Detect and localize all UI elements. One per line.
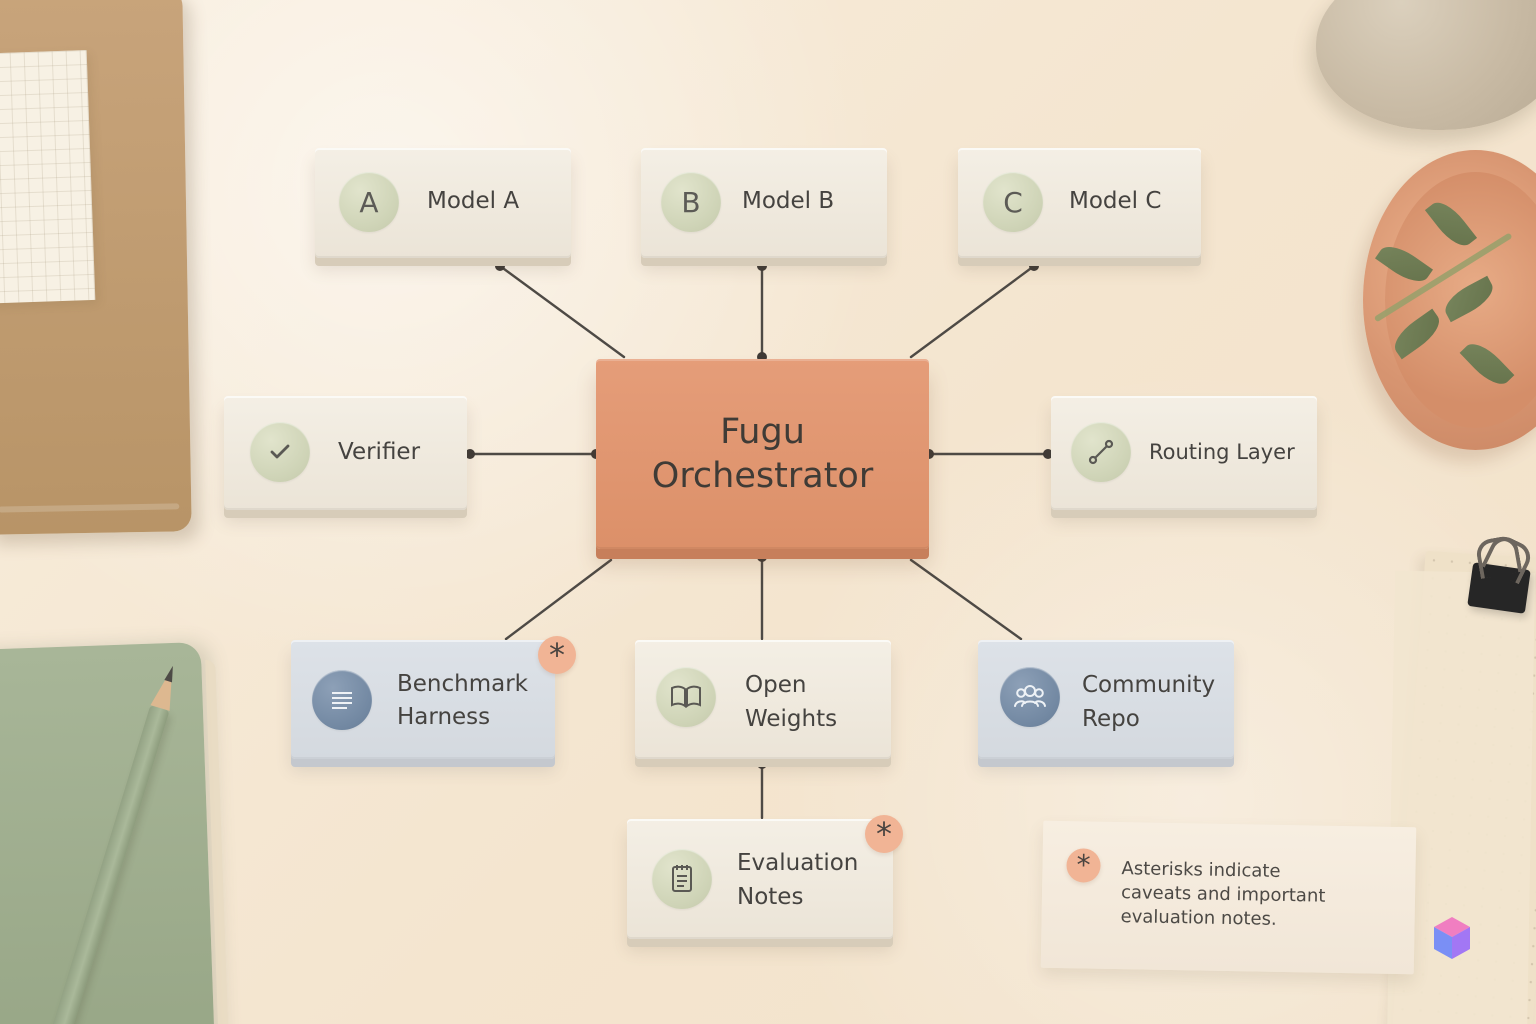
list-icon — [327, 685, 357, 715]
model-a-card: A Model A — [315, 148, 571, 258]
connector-dot — [495, 261, 505, 271]
connector-community-repo — [911, 560, 1021, 639]
routing-layer-label: Routing Layer — [1149, 440, 1295, 465]
checkmark-icon — [265, 437, 295, 467]
model-a-label: Model A — [427, 188, 519, 216]
binder-clip-icon — [1467, 562, 1531, 614]
benchmark-harness-line-1: Benchmark — [397, 671, 557, 699]
routing-layer-card: Routing Layer — [1051, 396, 1317, 510]
book-icon — [668, 682, 704, 712]
center-title-line-1: Fugu — [596, 411, 929, 453]
model-c-badge: C — [983, 172, 1043, 232]
vase-decoration — [1316, 0, 1536, 130]
open-weights-line-2: Weights — [745, 706, 905, 734]
evaluation-notes-line-1: Evaluation — [737, 850, 897, 878]
list-icon — [312, 670, 372, 730]
connector-dot — [1029, 261, 1039, 271]
open-weights-card: Open Weights — [635, 640, 891, 759]
community-repo-line-2: Repo — [1082, 706, 1242, 734]
connector-model-c — [911, 266, 1034, 357]
community-repo-line-1: Community — [1082, 672, 1242, 700]
book-icon — [656, 667, 716, 727]
grid-paper-decoration — [0, 50, 95, 304]
model-c-card: C Model C — [958, 148, 1201, 258]
community-repo-card: Community Repo — [978, 640, 1234, 759]
connector-dot — [757, 759, 767, 769]
checkmark-icon — [250, 422, 310, 482]
asterisk-legend-note: * Asterisks indicate caveats and importa… — [1041, 821, 1417, 974]
model-b-card: B Model B — [641, 148, 887, 258]
green-notebook-decoration — [0, 642, 215, 1024]
people-icon — [1013, 682, 1047, 712]
legend-text: Asterisks indicate caveats and important… — [1120, 857, 1356, 933]
cube-logo-icon — [1429, 914, 1475, 962]
connector-model-a — [500, 266, 624, 357]
notepad-icon — [667, 862, 697, 896]
route-icon — [1071, 422, 1131, 482]
center-title-line-2: Orchestrator — [596, 455, 929, 497]
benchmark-harness-card: Benchmark Harness — [291, 640, 555, 759]
people-icon — [1000, 667, 1060, 727]
model-c-label: Model C — [1069, 188, 1161, 216]
evaluation-notes-line-2: Notes — [737, 884, 897, 912]
benchmark-asterisk-badge: * — [538, 636, 576, 674]
evaluation-notes-card: Evaluation Notes — [627, 819, 893, 939]
verifier-label: Verifier — [338, 439, 420, 467]
legend-asterisk-badge: * — [1066, 848, 1101, 883]
model-b-badge: B — [661, 172, 721, 232]
open-weights-line-1: Open — [745, 672, 905, 700]
connector-dot — [757, 552, 767, 562]
evaluation-asterisk-badge: * — [865, 815, 903, 853]
model-a-badge: A — [339, 172, 399, 232]
benchmark-harness-line-2: Harness — [397, 704, 557, 732]
connector-dot — [757, 261, 767, 271]
fugu-orchestrator-card: Fugu Orchestrator — [596, 359, 929, 549]
model-b-label: Model B — [742, 188, 834, 216]
verifier-card: Verifier — [224, 396, 467, 510]
connector-benchmark-harness — [506, 560, 611, 639]
notepad-icon — [652, 849, 712, 909]
legend-line-3: evaluation notes. — [1120, 905, 1355, 933]
route-icon — [1085, 436, 1117, 468]
